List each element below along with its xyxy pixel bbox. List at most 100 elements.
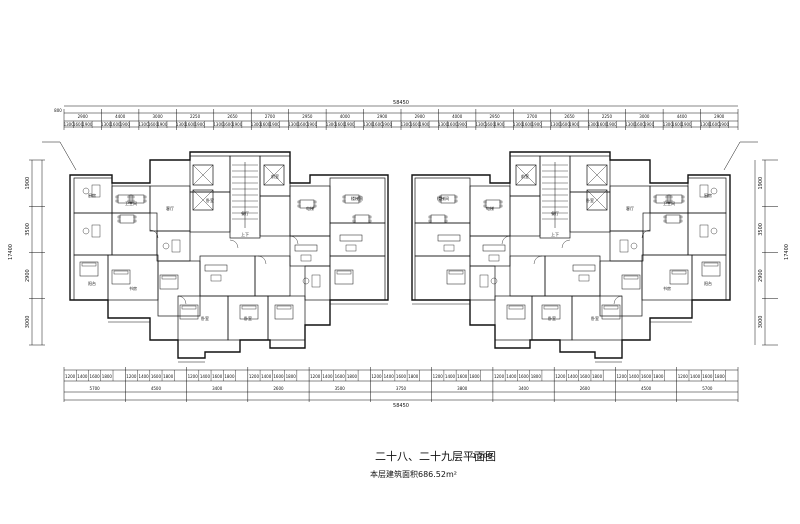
- room-outline: [609, 230, 644, 262]
- chair: [368, 215, 372, 219]
- room-outline: [641, 254, 693, 301]
- door-swing: [149, 229, 159, 239]
- top-sub-dim: 1600: [410, 122, 421, 127]
- room-label-right: 书房: [663, 285, 671, 291]
- chair: [665, 199, 669, 203]
- chair: [438, 195, 442, 199]
- bottom-sub-dim: 1400: [445, 374, 456, 379]
- room-label-right: 前室: [521, 173, 529, 179]
- top-dim-label: 4400: [115, 114, 126, 119]
- bottom-sub-dim: 1400: [384, 374, 395, 379]
- top-sub-dim: 1600: [560, 122, 571, 127]
- elevator-shaft: [192, 189, 214, 211]
- top-sub-dim: 1900: [681, 122, 692, 127]
- chair: [499, 200, 503, 204]
- top-dim-label: 2900: [377, 114, 388, 119]
- bed: [239, 304, 259, 320]
- room-label-right: 卧室: [586, 197, 594, 203]
- top-sub-dim: 1600: [522, 122, 533, 127]
- room-outline: [189, 155, 231, 193]
- elevator-shaft: [263, 164, 285, 186]
- top-sub-dim: 1600: [185, 122, 196, 127]
- drawing-title: 二十八、二十九层平面图: [375, 450, 496, 463]
- room-outline: [304, 265, 331, 301]
- top-sub-dim: 1900: [719, 122, 730, 127]
- room-label-left: 餐厅: [241, 210, 249, 216]
- room-label-right: 电梯: [486, 205, 494, 211]
- overall-depth-left: 17400: [8, 244, 14, 260]
- toilet: [710, 187, 718, 195]
- top-sub-dim: 1300: [475, 122, 486, 127]
- bed: [334, 269, 354, 285]
- bottom-sub-dim: 1600: [641, 374, 652, 379]
- top-sub-dim: 1300: [625, 122, 636, 127]
- top-sub-dim: 1900: [419, 122, 430, 127]
- bottom-sub-dim: 1200: [65, 374, 76, 379]
- pillow: [336, 270, 352, 275]
- top-sub-dim: 1900: [232, 122, 243, 127]
- door-swing: [501, 235, 511, 245]
- top-sub-dim: 1600: [597, 122, 608, 127]
- bottom-sub-dim: 1400: [567, 374, 578, 379]
- elevator-shaft: [192, 164, 214, 186]
- bottom-sub-dim: 1400: [139, 374, 150, 379]
- top-dim-label: 2900: [415, 114, 426, 119]
- chair: [428, 219, 432, 223]
- left-leader: [42, 141, 77, 171]
- dining-table: [440, 194, 456, 204]
- sofa: [204, 264, 228, 272]
- bathtub: [91, 224, 101, 238]
- toilet: [630, 242, 638, 250]
- bottom-sub-dim: 1200: [310, 374, 321, 379]
- top-sub-dim: 1900: [120, 122, 131, 127]
- dimension-lines: [29, 105, 778, 402]
- dining-table: [129, 194, 145, 204]
- coffee-table: [300, 254, 312, 262]
- top-dim-label: 2900: [78, 114, 89, 119]
- top-sub-dim: 1300: [64, 122, 75, 127]
- top-sub-dim: 1600: [635, 122, 646, 127]
- elevator-cross: [586, 164, 608, 186]
- elevator-cross: [192, 164, 214, 186]
- chair: [115, 195, 119, 199]
- bottom-sub-dim: 1800: [224, 374, 235, 379]
- bed: [159, 274, 179, 290]
- top-sub-dim: 1600: [223, 122, 234, 127]
- room-outline: [599, 260, 643, 317]
- coffee-table: [578, 274, 590, 282]
- top-sub-dim: 1300: [663, 122, 674, 127]
- bed: [601, 304, 621, 320]
- bottom-sub-dim: 1800: [163, 374, 174, 379]
- dining-table: [430, 214, 446, 224]
- bottom-sub-dim: 1400: [690, 374, 701, 379]
- pillow: [508, 305, 524, 310]
- bed: [506, 304, 526, 320]
- bottom-sub-dim: 1600: [580, 374, 591, 379]
- bottom-sub-dim: 1800: [531, 374, 542, 379]
- dining-table: [354, 214, 370, 224]
- top-dim-label: 4400: [677, 114, 688, 119]
- stair-label-right: 上下: [551, 231, 559, 237]
- bottom-sub-dim: 1600: [396, 374, 407, 379]
- top-sub-dim: 1900: [382, 122, 393, 127]
- top-dim-label: 2650: [227, 114, 238, 119]
- chair: [368, 219, 372, 223]
- elevator-cross: [515, 164, 537, 186]
- chair: [679, 219, 683, 223]
- top-sub-dim: 1300: [288, 122, 299, 127]
- pillow: [448, 270, 464, 275]
- elevator-cross: [586, 189, 608, 211]
- top-sub-dim: 1600: [710, 122, 721, 127]
- right-half: [411, 151, 731, 363]
- sofa: [482, 244, 506, 252]
- top-sub-dim: 1300: [101, 122, 112, 127]
- room-label-left: 阳台: [88, 280, 96, 286]
- chair: [663, 219, 667, 223]
- top-sub-dim: 1900: [157, 122, 168, 127]
- chair: [444, 219, 448, 223]
- overall-width-bottom: 58450: [393, 403, 409, 409]
- door-swing: [613, 295, 623, 305]
- room-outline: [414, 255, 471, 301]
- bathtub: [699, 224, 709, 238]
